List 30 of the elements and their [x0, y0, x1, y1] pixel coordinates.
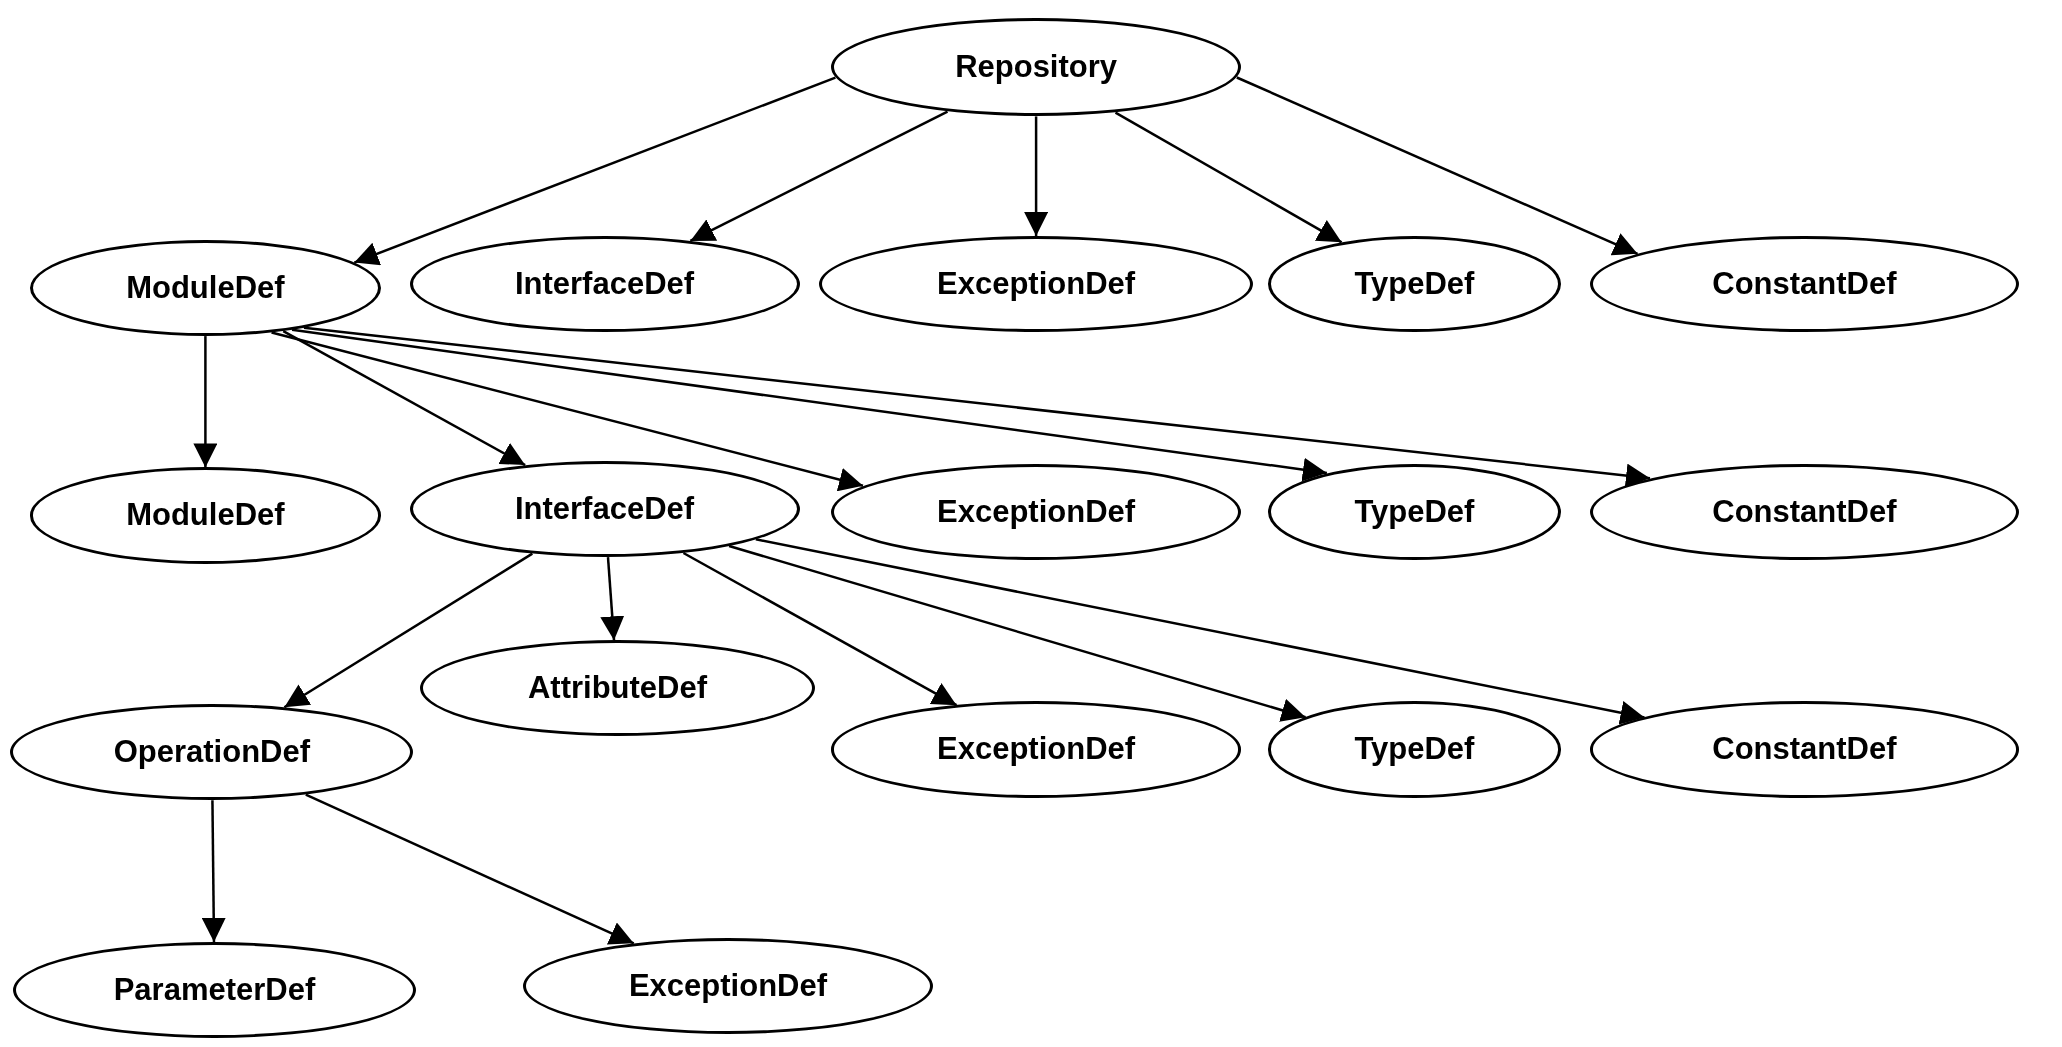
node-label: ModuleDef [126, 270, 285, 306]
node-label: ExceptionDef [937, 493, 1136, 530]
node-label: AttributeDef [527, 670, 708, 707]
node-label: InterfaceDef [514, 491, 695, 527]
node-label: Repository [955, 49, 1118, 85]
node-label: ConstantDef [1712, 493, 1897, 530]
node-label: TypeDef [1354, 731, 1475, 768]
node-label: ExceptionDef [937, 731, 1136, 768]
arrow [728, 544, 1306, 722]
arrow [755, 538, 1645, 725]
node-label: ModuleDef [126, 497, 285, 534]
arrow [193, 336, 218, 468]
node-label: ExceptionDef [628, 968, 828, 1005]
arrow [291, 328, 1328, 482]
node-label: TypeDef [1354, 493, 1475, 530]
arrow [682, 551, 958, 707]
node-label: ExceptionDef [937, 266, 1136, 303]
arrow [303, 326, 1651, 488]
arrow [689, 110, 949, 243]
arrow [1024, 116, 1049, 236]
arrow [201, 800, 226, 942]
node-label: ConstantDef [1712, 266, 1897, 303]
node-label: ConstantDef [1712, 731, 1897, 768]
node-label: ParameterDef [113, 972, 316, 1008]
node-label: InterfaceDef [514, 266, 695, 303]
arrow [600, 557, 625, 641]
node-label: TypeDef [1354, 266, 1475, 303]
arrow [305, 793, 635, 945]
arrow [282, 330, 526, 467]
node-label: OperationDef [113, 734, 311, 771]
